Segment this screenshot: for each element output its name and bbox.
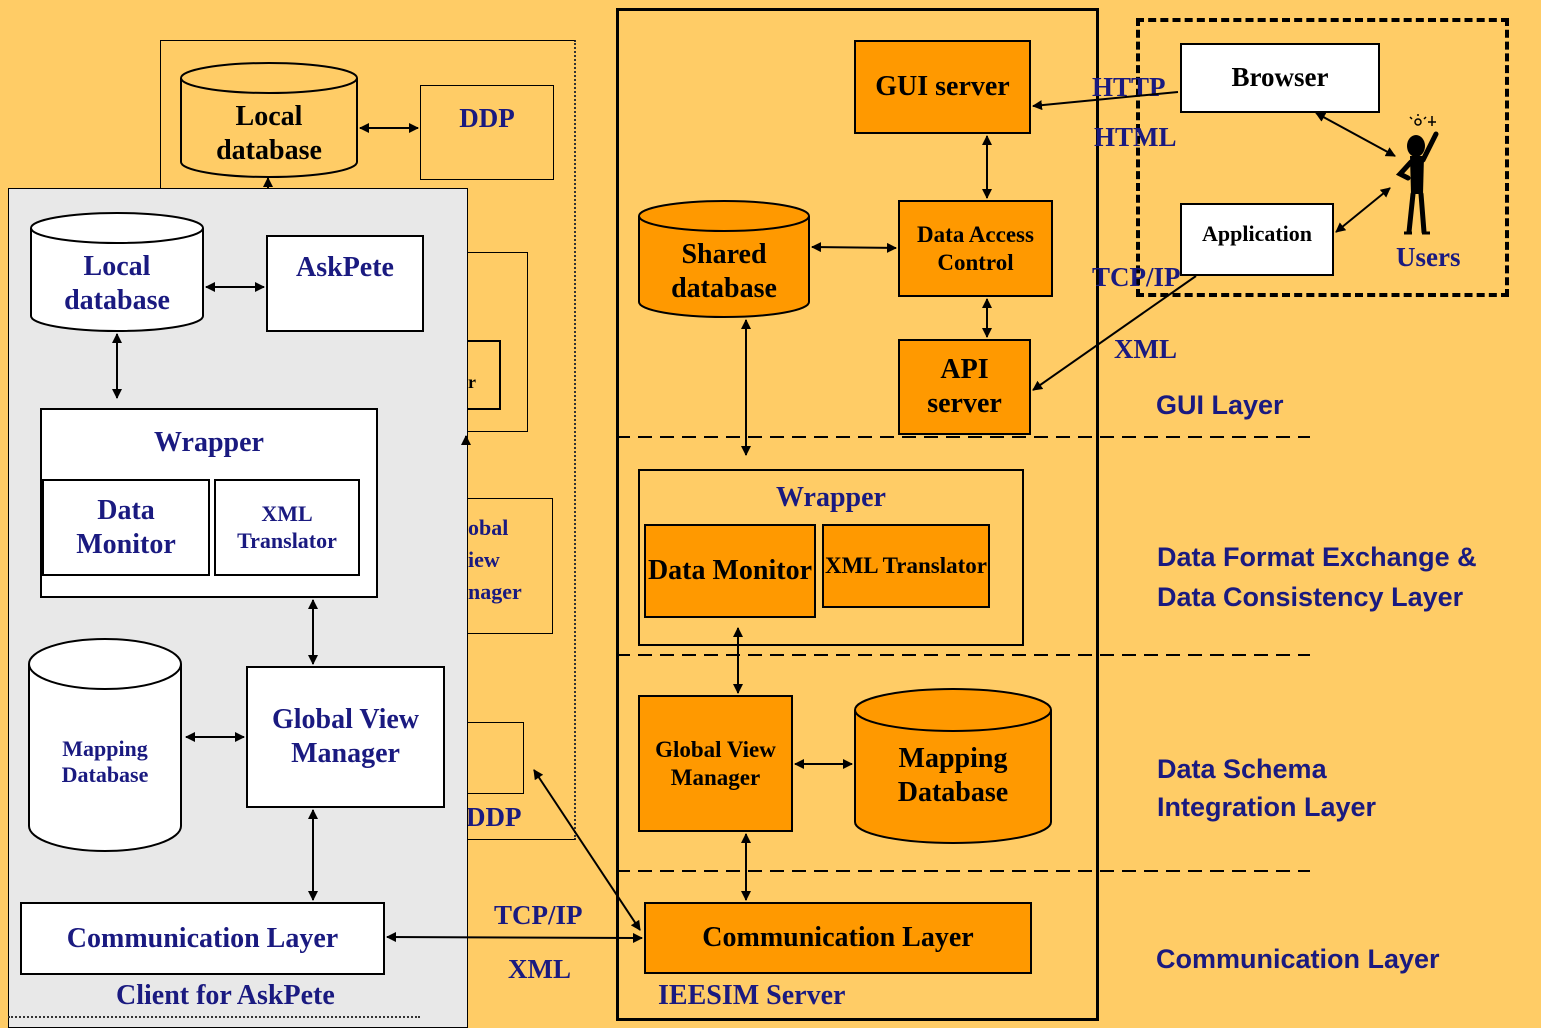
data-schema-layer-label-1: Data Schema xyxy=(1157,754,1327,784)
bg-box-fragment-1 xyxy=(466,252,528,432)
html-label: HTML xyxy=(1094,122,1177,152)
browser-box: Browser xyxy=(1180,43,1380,113)
client-mapping-database-cylinder: Mapping Database xyxy=(28,638,182,852)
bg-ddp-label: DDP xyxy=(459,103,515,133)
client-askpete-box: AskPete xyxy=(266,235,424,332)
client-panel-bottom-dotted xyxy=(8,1016,420,1018)
client-title: Client for AskPete xyxy=(116,980,335,1011)
server-title: IEESIM Server xyxy=(658,980,846,1011)
bg-fragment-text: r xyxy=(468,372,476,392)
bg-global-view-fragment: obal iew nager xyxy=(466,498,553,634)
bg-ddp-bottom-label: DDP xyxy=(466,802,522,832)
server-mapping-database-label: Mapping Database xyxy=(897,743,1009,808)
server-shared-database-cylinder: Shared database xyxy=(638,200,810,318)
client-xml-translator-box: XML Translator xyxy=(214,479,360,576)
application-box: Application xyxy=(1180,203,1334,276)
client-xml-translator-label: XML Translator xyxy=(237,501,337,553)
server-mapping-database-cylinder: Mapping Database xyxy=(854,688,1052,844)
users-label: Users xyxy=(1396,242,1461,272)
server-xml-translator-label: XML Translator xyxy=(824,553,988,579)
server-wrapper-box: Wrapper xyxy=(638,469,1024,646)
server-global-view-manager-box: Global View Manager xyxy=(638,695,793,832)
cylinder-shape-icon xyxy=(638,200,810,318)
bg-gv-text-1: obal xyxy=(468,515,509,540)
client-global-view-manager-box: Global View Manager xyxy=(246,666,445,808)
data-schema-layer-label-2: Integration Layer xyxy=(1157,792,1377,822)
client-mapping-database-label: Mapping Database xyxy=(61,736,149,788)
client-data-monitor-box: Data Monitor xyxy=(42,479,210,576)
server-gui-server-box: GUI server xyxy=(854,40,1031,134)
server-communication-layer-label: Communication Layer xyxy=(702,922,974,954)
server-global-view-manager-label: Global View Manager xyxy=(655,736,776,790)
server-data-access-control-box: Data Access Control xyxy=(898,200,1053,297)
server-data-monitor-box: Data Monitor xyxy=(644,524,816,618)
users-area-dashed-box xyxy=(1136,18,1509,297)
client-local-database-label: Local database xyxy=(64,251,170,316)
cylinder-shape-icon xyxy=(180,62,358,178)
client-askpete-label: AskPete xyxy=(296,252,394,283)
gui-layer-label: GUI Layer xyxy=(1156,390,1284,420)
tcpip-top-label: TCP/IP xyxy=(1092,262,1181,292)
bg-box-fragment-3 xyxy=(466,722,524,794)
cylinder-shape-icon xyxy=(28,638,182,852)
server-api-server-label: API server xyxy=(927,354,1002,419)
server-shared-database-label: Shared database xyxy=(671,239,777,304)
data-format-layer-label-2: Data Consistency Layer xyxy=(1157,582,1464,612)
bg-gv-text-2: iew xyxy=(468,547,500,572)
application-label: Application xyxy=(1201,221,1313,246)
bg-box-fragment-2: r xyxy=(466,340,501,410)
server-gui-server-label: GUI server xyxy=(875,71,1010,103)
xml-bottom-label: XML xyxy=(508,954,571,984)
server-api-server-box: API server xyxy=(898,339,1031,435)
client-communication-layer-label: Communication Layer xyxy=(66,922,339,954)
browser-label: Browser xyxy=(1231,62,1329,92)
cylinder-shape-icon xyxy=(30,212,204,332)
communication-layer-label: Communication Layer xyxy=(1156,944,1440,974)
bg-gv-text-3: nager xyxy=(468,579,522,604)
user-figure-icon xyxy=(1396,114,1439,235)
server-data-monitor-label: Data Monitor xyxy=(647,555,813,587)
bg-local-database-label: Local database xyxy=(216,101,322,166)
client-global-view-manager-label: Global View Manager xyxy=(271,704,419,769)
bg-ddp-box: DDP xyxy=(420,85,554,180)
client-wrapper-label: Wrapper xyxy=(154,427,264,458)
client-communication-layer-box: Communication Layer xyxy=(20,902,385,975)
server-xml-translator-box: XML Translator xyxy=(822,524,990,608)
server-wrapper-label: Wrapper xyxy=(776,482,886,513)
client-data-monitor-label: Data Monitor xyxy=(76,494,176,560)
client-local-database-cylinder: Local database xyxy=(30,212,204,332)
xml-top-label: XML xyxy=(1114,334,1177,364)
server-communication-layer-box: Communication Layer xyxy=(644,902,1032,974)
data-format-layer-label-1: Data Format Exchange & xyxy=(1157,542,1477,572)
server-panel xyxy=(616,8,1099,1021)
cylinder-shape-icon xyxy=(854,688,1052,844)
server-data-access-control-label: Data Access Control xyxy=(917,221,1034,275)
bg-local-database-cylinder: Local database xyxy=(180,62,358,178)
